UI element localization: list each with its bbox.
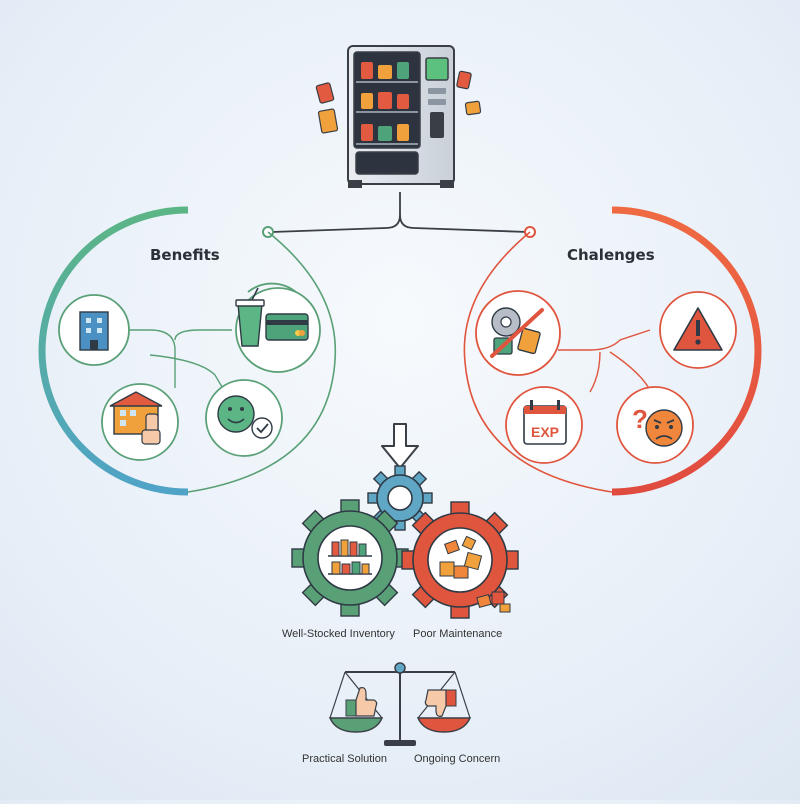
thumbs-up-icon	[345, 687, 378, 717]
soda-cup-card-icon	[235, 287, 309, 347]
broken-gear-snack-icon	[490, 307, 544, 358]
snack-bag-icon	[315, 70, 482, 134]
challenges-panel: EXP ?	[463, 206, 762, 496]
fallen-boxes-icon	[476, 591, 511, 613]
green-gear-icon	[291, 499, 409, 617]
school-tap-icon	[109, 391, 163, 445]
smile-check-icon	[217, 395, 273, 439]
benefits-title: Benefits	[150, 246, 220, 264]
benefits-panel	[38, 206, 337, 496]
vending-machine-icon	[315, 45, 482, 188]
gear-right-label: Poor Maintenance	[413, 628, 503, 640]
office-building-icon	[79, 311, 109, 351]
stocked-shelf-icon	[328, 539, 372, 575]
gears-group	[291, 465, 519, 619]
scattered-boxes-icon	[439, 535, 483, 579]
scale-left-label: Practical Solution	[302, 753, 387, 765]
challenges-title: Chalenges	[567, 246, 655, 264]
blue-gear-icon	[367, 465, 433, 531]
exp-label: EXP	[531, 424, 559, 440]
expired-calendar-icon: EXP	[523, 400, 567, 445]
top-connector	[271, 192, 529, 233]
down-arrow-icon	[381, 423, 419, 469]
gear-left-label: Well-Stocked Inventory	[282, 628, 395, 640]
balance-scale-icon	[328, 662, 472, 746]
warning-triangle-icon	[673, 307, 723, 351]
scale-right-label: Ongoing Concern	[414, 753, 501, 765]
angry-question-icon: ?	[632, 404, 683, 447]
thumbs-down-icon	[424, 689, 457, 717]
svg-text:?: ?	[632, 404, 648, 434]
